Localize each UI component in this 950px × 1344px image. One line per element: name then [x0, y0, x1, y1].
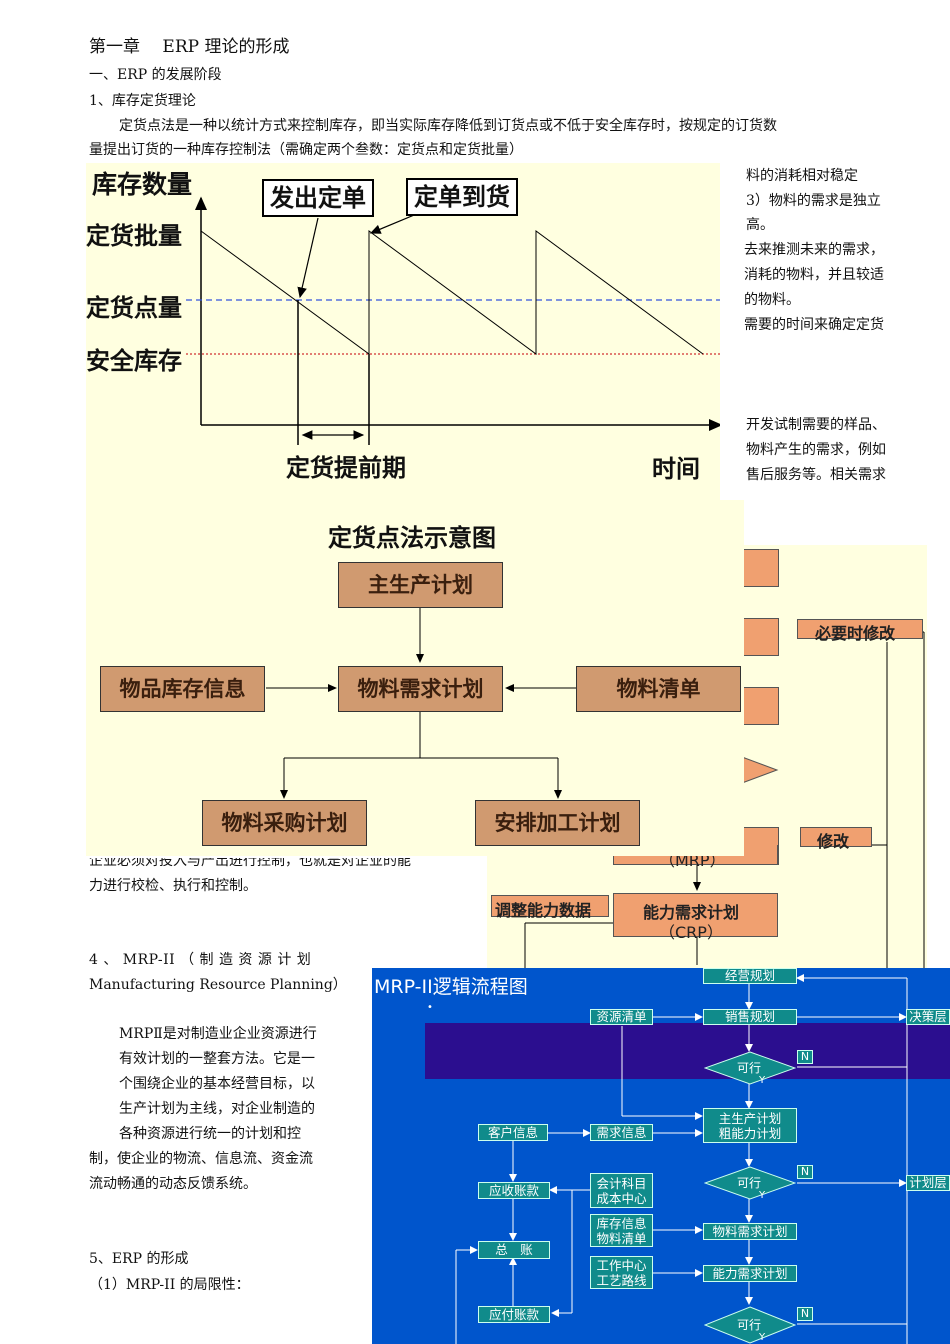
- customer-info-box: 客户信息: [478, 1124, 548, 1141]
- subsection-heading: Manufacturing Resource Planning）: [89, 977, 347, 993]
- subsection-heading: （1）MRP-II 的局限性：: [89, 1277, 250, 1293]
- feasible-diamond: [704, 1306, 796, 1344]
- subsection-heading: 1、库存定货理论: [89, 93, 196, 109]
- paragraph-line: MRPⅡ是对制造业企业资源进行: [119, 1026, 317, 1042]
- inventory-line: 库存信息: [596, 1216, 647, 1231]
- paragraph-line: 生产计划为主线，对企业制造的: [119, 1101, 315, 1117]
- payable-box: 应付账款: [478, 1306, 550, 1323]
- cost-center-line: 成本中心: [596, 1191, 647, 1206]
- x-axis-label: 时间: [652, 455, 700, 483]
- text-fragment: 力进行校检、执行和控制。: [89, 878, 257, 894]
- modify-box: [800, 827, 872, 847]
- paragraph-line: 制，使企业的物流、信息流、资金流: [89, 1151, 313, 1167]
- sales-plan-box: 销售规划: [703, 1009, 797, 1025]
- order-batch-label: 定货批量: [86, 222, 182, 250]
- diagram-title: 定货点法示意图: [328, 524, 496, 552]
- decision-band: [425, 1023, 950, 1079]
- text-fragment: 售后服务等。相关需求: [746, 467, 886, 483]
- accounting-line: 会计科目: [596, 1176, 647, 1191]
- text-fragment: 开发试制需要的样品、: [746, 417, 886, 433]
- section-heading: 一、ERP 的发展阶段: [89, 67, 222, 83]
- mrp2-flow-diagram: MRP-II逻辑流程图 • 经营规划 资源清单 销售规划 决策层 可行 N Y …: [372, 968, 950, 1344]
- reorder-point-label: 定货点量: [86, 294, 182, 322]
- text-fragment: 物料产生的需求，例如: [746, 442, 886, 458]
- flow-box: [743, 549, 779, 587]
- order-arrive-callout: 定单到货: [406, 178, 518, 216]
- subsection-heading: 5、ERP 的形成: [89, 1251, 189, 1267]
- resource-list-box: 资源清单: [590, 1009, 653, 1025]
- paragraph-line: 定货点法是一种以统计方式来控制库存，即当实际库存降低到订货点或不低于安全库存时，…: [119, 118, 777, 134]
- receivable-box: 应收账款: [478, 1182, 550, 1199]
- no-marker: N: [797, 1050, 813, 1064]
- chapter-title: 第一章 ERP 理论的形成: [89, 37, 290, 57]
- adjust-capacity-label: 调整能力数据: [495, 901, 592, 920]
- paragraph-line: 流动畅通的动态反馈系统。: [89, 1176, 257, 1192]
- feasible-label: 可行: [737, 1061, 762, 1075]
- feasible-diamond: [704, 1051, 796, 1085]
- text-fragment: 的物料。: [744, 292, 800, 308]
- rccp-line: 粗能力计划: [718, 1126, 782, 1141]
- text-fragment: 高。: [746, 217, 774, 233]
- text-fragment: 料的消耗相对稳定: [746, 168, 858, 184]
- modify-when-needed-box: [797, 619, 923, 639]
- diagram-title: MRP-II逻辑流程图: [374, 976, 528, 998]
- feasible-label: 可行: [737, 1176, 762, 1190]
- modify-when-needed-label: 必要时修改: [815, 624, 896, 643]
- mrp-basic-diagram: 定货点法示意图 主生产计划 物品库存信息 物料需求计划 物料清单 物料采购计划 …: [86, 500, 744, 856]
- mps-box: 主生产计划: [338, 562, 503, 608]
- paragraph-line: 量提出订货的一种库存控制法（需确定两个叁数：定货点和定货批量）: [89, 142, 523, 158]
- no-marker: N: [797, 1165, 813, 1179]
- demand-info-box: 需求信息: [590, 1124, 653, 1141]
- mps-rccp-box: 主生产计划 粗能力计划: [703, 1108, 797, 1143]
- bom-box: 物料清单: [576, 666, 741, 712]
- text-fragment: 需要的时间来确定定货: [744, 317, 884, 333]
- bom-line: 物料清单: [596, 1231, 647, 1246]
- bullet-dot: •: [427, 1002, 433, 1013]
- yes-marker: Y: [759, 1190, 766, 1201]
- modify-label: 修改: [817, 832, 850, 851]
- paragraph-line: 个围绕企业的基本经营目标，以: [119, 1076, 315, 1092]
- mrp-box: 物料需求计划: [703, 1223, 797, 1240]
- crp-box: 能力需求计划: [703, 1265, 797, 1282]
- business-plan-box: 经营规划: [703, 968, 797, 984]
- text-fragment: 消耗的物料，并且较适: [744, 267, 884, 283]
- no-marker: N: [797, 1307, 813, 1321]
- flow-box: [743, 618, 779, 656]
- crp-abbr: （CRP）: [659, 923, 723, 942]
- paragraph-line: 有效计划的一整套方法。它是一: [119, 1051, 315, 1067]
- feasible-label: 可行: [737, 1318, 762, 1332]
- text-fragment: 去来推测未来的需求，: [744, 242, 884, 258]
- ledger-box: 总 账: [478, 1241, 550, 1259]
- paragraph-line: 各种资源进行统一的计划和控: [119, 1126, 301, 1142]
- processing-plan-box: 安排加工计划: [475, 800, 640, 846]
- inventory-info-box: 物品库存信息: [100, 666, 265, 712]
- plan-layer-box: 计划层: [906, 1175, 950, 1191]
- purchase-plan-box: 物料采购计划: [202, 800, 367, 846]
- text-fragment: 3）物料的需求是独立: [746, 193, 881, 209]
- crp-label: 能力需求计划: [643, 903, 740, 922]
- mrp-box: 物料需求计划: [338, 666, 503, 712]
- mps-line: 主生产计划: [718, 1111, 782, 1126]
- subsection-heading: 4 、 MRP-II （ 制 造 资 源 计 划: [89, 952, 312, 968]
- accounting-box: 会计科目 成本中心: [590, 1173, 653, 1208]
- issue-order-callout: 发出定单: [262, 179, 374, 217]
- routing-line: 工艺路线: [596, 1273, 647, 1288]
- lead-time-label: 定货提前期: [286, 454, 406, 482]
- safety-stock-label: 安全库存: [86, 347, 182, 375]
- decision-layer-box: 决策层: [906, 1009, 950, 1025]
- inventory-bom-box: 库存信息 物料清单: [590, 1214, 653, 1247]
- crp-box: [613, 893, 778, 937]
- feasible-diamond: [704, 1166, 796, 1200]
- yes-marker: Y: [759, 1332, 766, 1343]
- workcenter-line: 工作中心: [596, 1258, 647, 1273]
- y-axis-label: 库存数量: [92, 170, 193, 199]
- adjust-capacity-box: [491, 895, 609, 917]
- flow-box: [743, 687, 779, 725]
- yes-marker: Y: [759, 1075, 766, 1086]
- text-fragment: 企业必须对投入与产出进行控制，也就是对企业的能: [89, 853, 411, 869]
- workcenter-routing-box: 工作中心 工艺路线: [590, 1256, 653, 1289]
